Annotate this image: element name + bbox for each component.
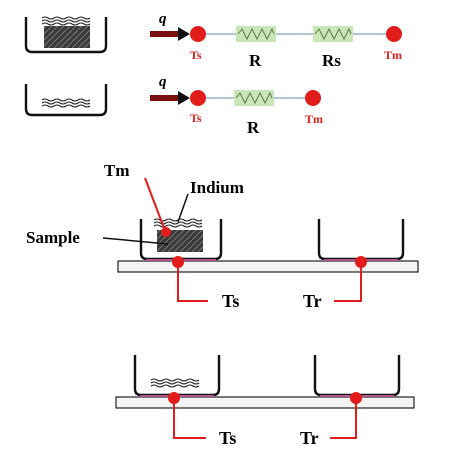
resistor-r [236,26,276,42]
small-pan-with-sample [24,16,108,54]
heat-flux-arrow-icon [150,27,190,41]
sample-pan [139,218,223,261]
label-ts: Ts [219,428,236,448]
dsc-setup-reference: Ts Tr [115,355,415,448]
label-r: R [247,118,260,137]
node-tm [305,90,321,106]
leader-tm [144,177,165,229]
resistor-r [234,90,274,106]
leader-indium [177,193,189,223]
label-rs: Rs [322,51,341,70]
thermal-circuit-reference: q Ts R Tm [150,74,323,137]
heat-flux-arrow-icon [150,91,190,105]
leader-sample [102,237,169,245]
lead-tr [330,398,357,439]
label-tm: Tm [305,112,323,126]
sample-block-icon [44,26,90,48]
label-ts: Ts [222,291,239,311]
node-tm [386,26,402,42]
label-tm: Tm [384,48,402,62]
heating-platform [117,260,419,273]
label-tr: Tr [300,428,319,448]
flux-label: q [159,74,167,90]
node-ts [190,90,206,106]
sensor-tm [161,227,171,237]
lead-tr [334,262,362,302]
lead-ts [173,398,206,439]
label-tr: Tr [303,291,322,311]
label-indium: Indium [190,178,244,197]
reference-pan [313,355,401,397]
indium-pan [133,355,221,397]
small-pan-with-indium [24,84,108,117]
node-ts [190,26,206,42]
resistor-rs [313,26,353,42]
label-r: R [249,51,262,70]
label-ts: Ts [190,48,202,62]
label-tm: Tm [104,161,130,180]
label-ts: Ts [190,111,202,125]
flux-label: q [159,11,167,27]
lead-ts [177,262,208,302]
heating-platform [115,396,415,409]
reference-pan [317,219,405,261]
label-sample: Sample [26,228,80,247]
thermal-circuit-sample: q Ts R Rs Tm [150,11,402,70]
dsc-setup-with-sample: Tm Indium Sample Ts Tr [26,161,419,311]
